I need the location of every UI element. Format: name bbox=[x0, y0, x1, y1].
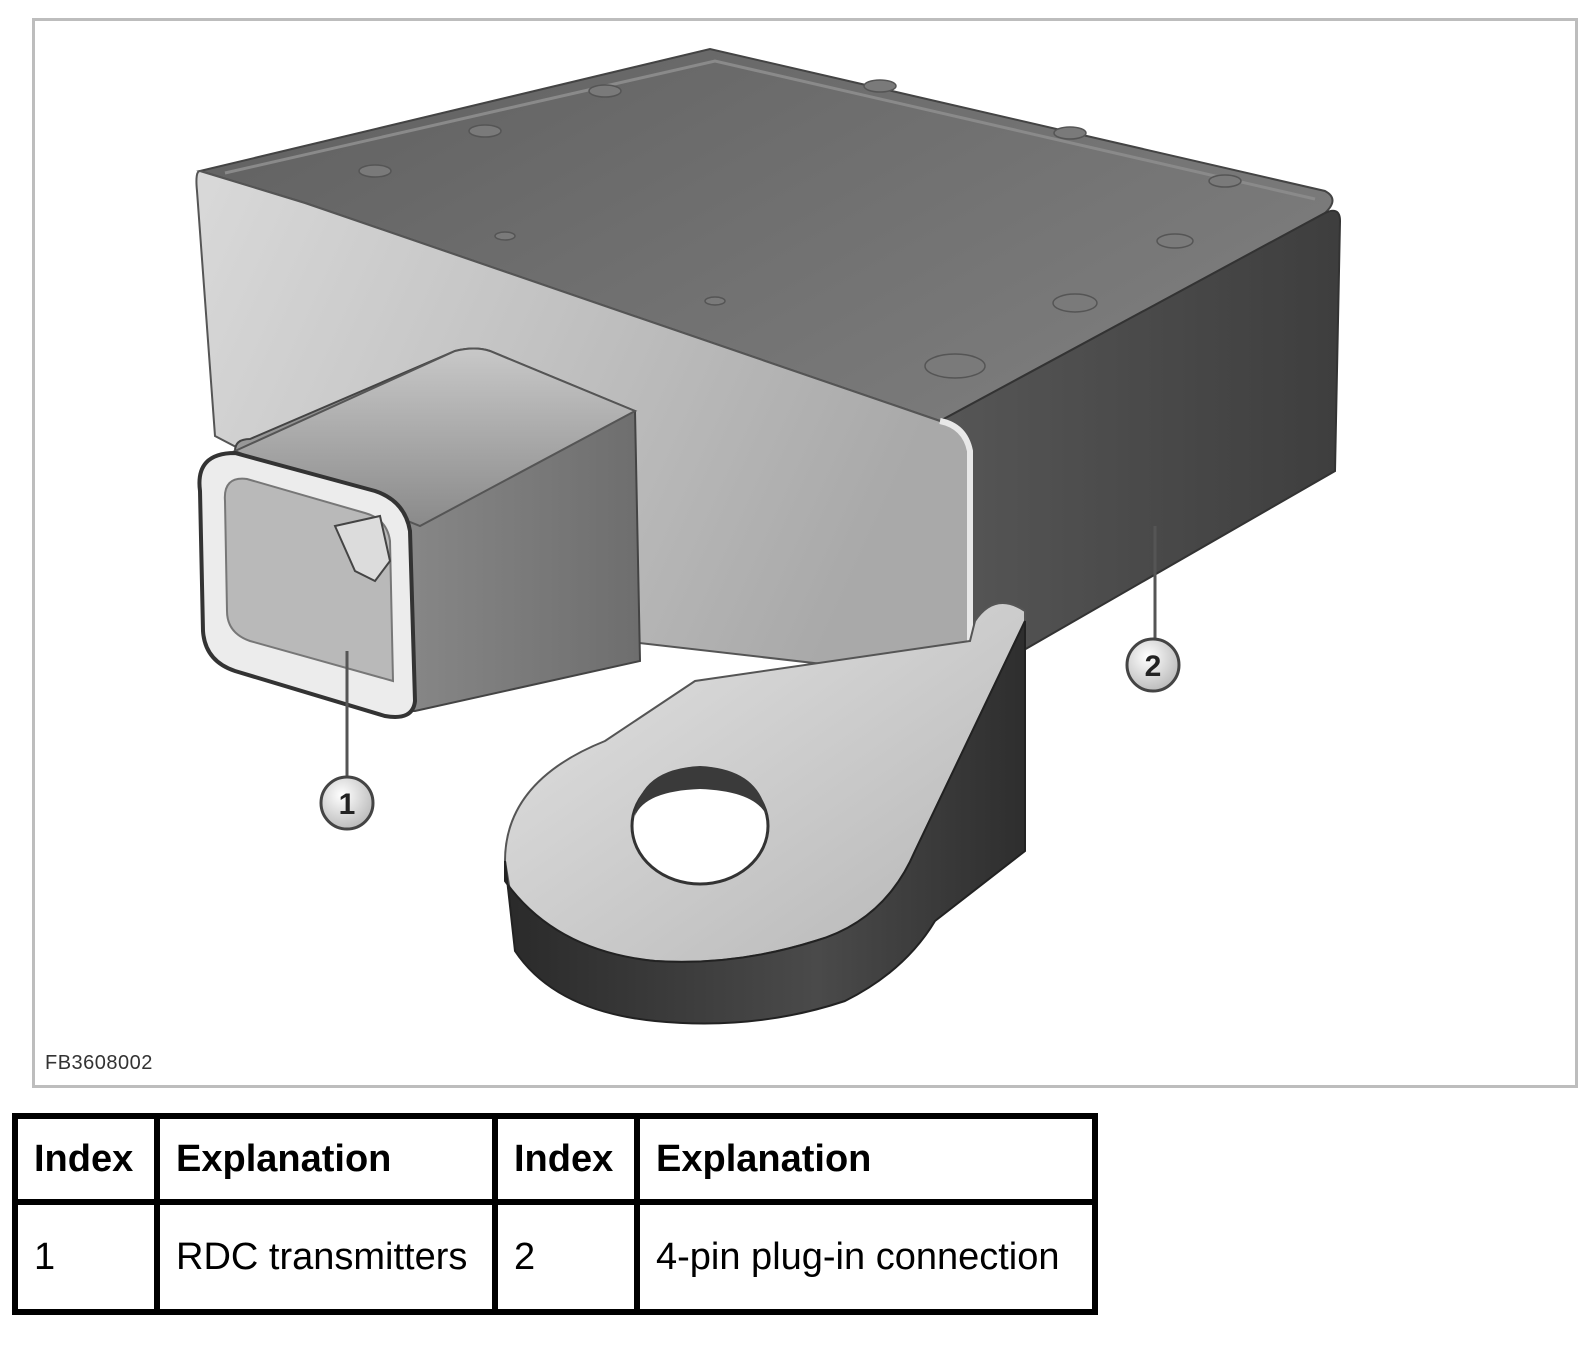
cell-explanation-2: 4-pin plug-in connection bbox=[634, 1199, 1098, 1315]
figure-code: FB3608002 bbox=[45, 1052, 153, 1074]
callout-1: 1 bbox=[319, 775, 375, 831]
mounting-tab-edge bbox=[504, 620, 1026, 1025]
legend-table: Index Explanation Index Explanation 1 RD… bbox=[12, 1113, 1098, 1315]
mounting-hole-wall bbox=[635, 766, 767, 816]
header-explanation-2: Explanation bbox=[634, 1113, 1098, 1205]
callout-2: 2 bbox=[1125, 637, 1181, 693]
cell-index-1: 1 bbox=[12, 1199, 160, 1315]
cell-index-2: 2 bbox=[492, 1199, 640, 1315]
header-index-1: Index bbox=[12, 1113, 160, 1205]
table-row: 1 RDC transmitters 2 4-pin plug-in conne… bbox=[12, 1199, 1098, 1315]
header-index-2: Index bbox=[492, 1113, 640, 1205]
plug-latch bbox=[333, 514, 392, 583]
callout-1-number: 1 bbox=[339, 788, 356, 821]
callout-2-number: 2 bbox=[1145, 650, 1162, 683]
cell-explanation-1: RDC transmitters bbox=[154, 1199, 498, 1315]
legend-header-row: Index Explanation Index Explanation bbox=[12, 1113, 1098, 1205]
housing-top-dimples bbox=[358, 79, 1242, 379]
rdc-control-unit-illustration: 1 2 bbox=[195, 47, 1342, 1025]
housing-side-face bbox=[938, 209, 1342, 683]
housing-edge bbox=[939, 418, 973, 681]
housing-top-rim bbox=[224, 59, 1316, 201]
figure-frame: 1 2 FB3608002 bbox=[32, 18, 1578, 1088]
header-explanation-1: Explanation bbox=[154, 1113, 498, 1205]
